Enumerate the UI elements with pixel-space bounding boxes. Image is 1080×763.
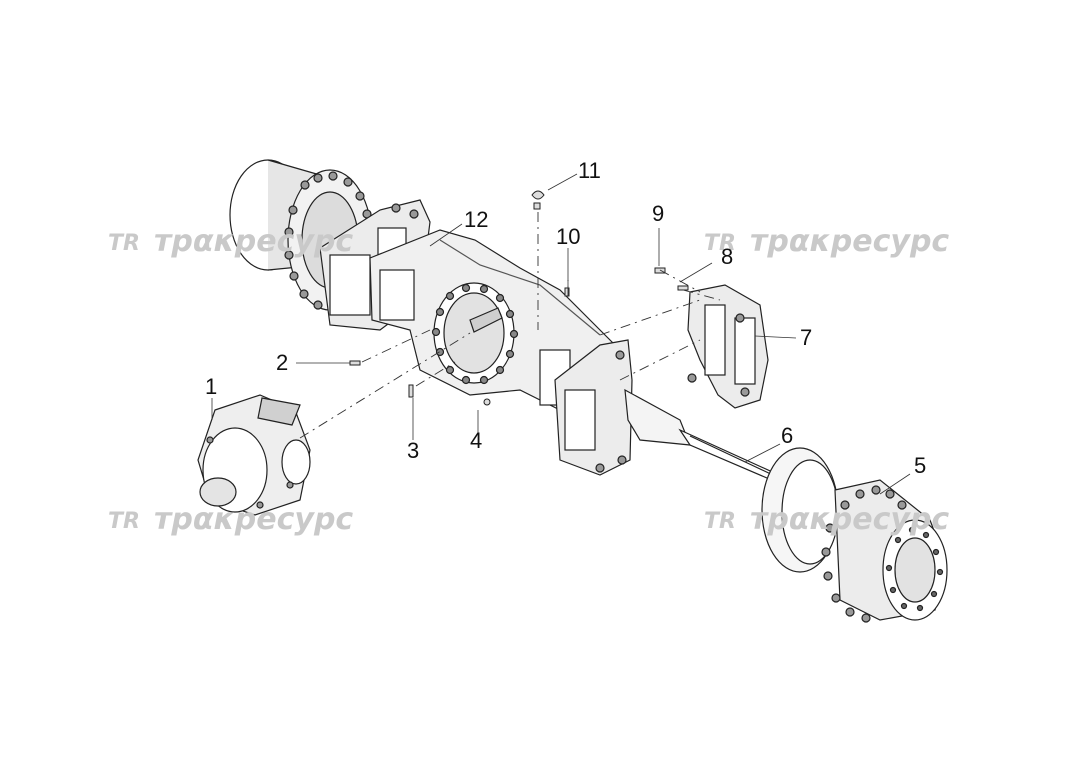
callout-5: 5 [914,453,927,478]
watermark: TR трακресурс [108,502,353,537]
callout-10: 10 [556,224,581,249]
right-brake-caliper-mounted [554,339,633,476]
watermark-text: трακресурс [750,224,950,259]
tr-logo-icon: TR [108,231,140,255]
svg-text:TR: TR [704,509,736,533]
svg-text:TR: TR [108,231,140,255]
svg-text:TR: TR [704,231,736,255]
callout-3: 3 [407,438,420,463]
callout-12: 12 [464,207,489,232]
detached-brake-caliper [687,284,769,409]
callout-7: 7 [800,325,813,350]
tr-logo-icon: TR [704,231,736,255]
watermark: TR трακресурс [704,502,949,537]
right-wheel-hub [821,479,948,623]
watermark: TR трακресурс [108,224,353,259]
axle-housing [369,229,621,411]
tr-logo-icon: TR [108,509,140,533]
callout-2: 2 [276,350,289,375]
tr-logo-icon: TR [704,509,736,533]
callout-4: 4 [470,428,483,453]
callout-6: 6 [781,423,794,448]
watermark-text: трακресурс [154,224,354,259]
svg-text:TR: TR [108,509,140,533]
assembly-center-lines [299,212,721,439]
watermark-text: трακресурс [154,502,354,537]
differential-assembly [197,394,311,516]
watermark-text: трακресурс [750,502,950,537]
callout-1: 1 [205,374,218,399]
callout-9: 9 [652,201,665,226]
callout-8: 8 [721,244,734,269]
brake-disc [761,447,839,573]
watermark: TR трακресурс [704,224,949,259]
callout-11: 11 [578,158,601,183]
callout-leader-lines [211,173,911,495]
